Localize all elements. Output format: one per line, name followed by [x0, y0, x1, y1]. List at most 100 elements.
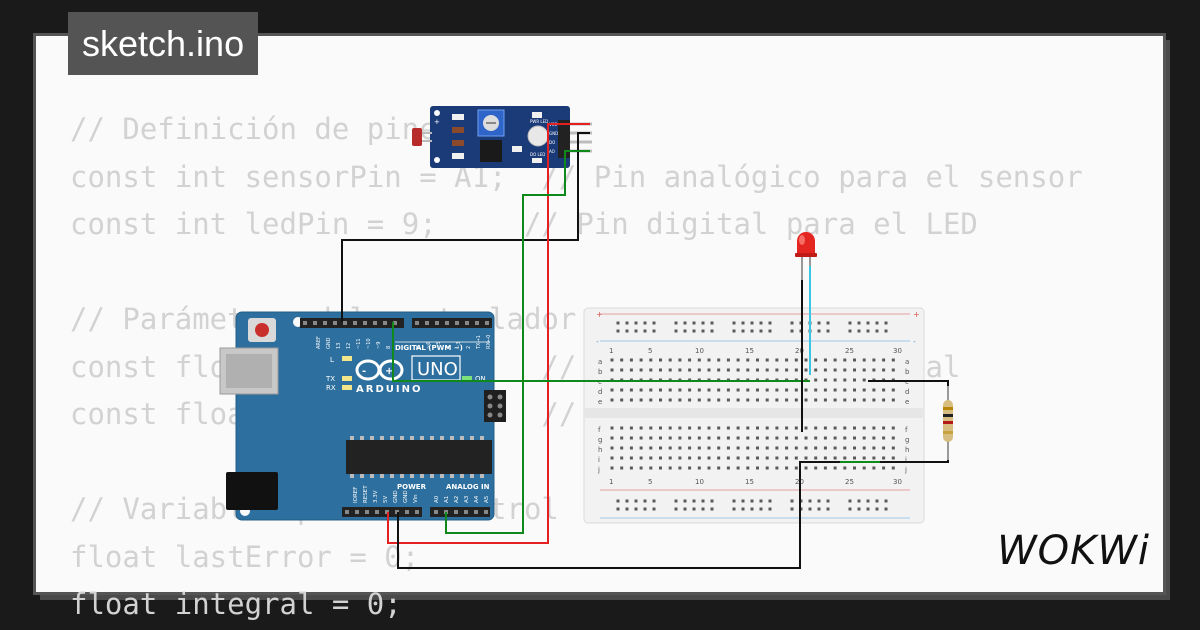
breadboard-hole [823, 388, 827, 392]
breadboard-hole [833, 388, 837, 392]
rail-hole [710, 321, 714, 325]
breadboard-hole [872, 388, 876, 392]
breadboard-hole [804, 446, 808, 450]
breadboard-hole [746, 456, 750, 460]
breadboard-hole [629, 358, 633, 362]
breadboard-hole [891, 358, 895, 362]
rail-hole [652, 321, 656, 325]
chip-leg [440, 474, 444, 478]
breadboard-hole [746, 368, 750, 372]
breadboard-hole [891, 368, 895, 372]
rail-hole [875, 507, 879, 511]
rail-hole [759, 507, 763, 511]
breadboard-hole [833, 378, 837, 382]
breadboard-hole [717, 388, 721, 392]
breadboard-hole [639, 436, 643, 440]
do-led [532, 158, 542, 163]
breadboard-hole [678, 398, 682, 402]
board-brand: ARDUINO [356, 384, 422, 395]
chip-leg [400, 474, 404, 478]
header-pin [445, 321, 449, 325]
breadboard-hole [620, 456, 624, 460]
col-num-30-bottom: 30 [893, 478, 902, 486]
breadboard-hole [872, 456, 876, 460]
rail-hole [741, 329, 745, 333]
wire-resistor-top [868, 380, 949, 386]
breadboard-hole [629, 388, 633, 392]
breadboard-hole [833, 456, 837, 460]
breadboard-hole [853, 466, 856, 470]
red-led[interactable] [795, 232, 817, 280]
breadboard-hole [707, 426, 711, 430]
chip-leg [470, 436, 474, 440]
breadboard-hole [853, 446, 856, 450]
breadboard-hole [823, 456, 827, 460]
rail-hole [884, 329, 888, 333]
row-d: d [598, 388, 602, 396]
code-line-1: // Definición de pines [70, 112, 455, 146]
header-pin [415, 321, 419, 325]
breadboard-hole [717, 426, 721, 430]
breadboard-hole [639, 398, 643, 402]
breadboard[interactable]: + - + - 1 5 10 15 20 25 30 1 5 10 15 20 … [583, 307, 925, 524]
sketch-title-tab[interactable]: sketch.ino [68, 12, 259, 75]
rail-hole [652, 507, 656, 511]
breadboard-hole [814, 388, 818, 392]
breadboard-hole [804, 426, 808, 430]
breadboard-hole [853, 398, 856, 402]
row-h: h [598, 446, 602, 454]
chip-leg [360, 474, 364, 478]
breadboard-hole [610, 426, 614, 430]
breadboard-hole [872, 398, 876, 402]
digital-pin-label: ~11 [356, 338, 362, 349]
breadboard-hole [882, 446, 886, 450]
sensor-dome [527, 125, 549, 147]
row-j-right: j [904, 466, 907, 474]
chip-leg [440, 436, 444, 440]
breadboard-hole [610, 436, 614, 440]
breadboard-hole [765, 368, 769, 372]
rail-hole [692, 499, 696, 503]
breadboard-hole [794, 436, 798, 440]
digital-pin-label: ~10 [366, 338, 372, 349]
rail-hole [732, 321, 736, 325]
col-num-25-bottom: 25 [845, 478, 854, 486]
rail-hole [732, 507, 736, 511]
row-b: b [598, 368, 603, 376]
breadboard-hole [804, 398, 808, 402]
breadboard-hole [765, 388, 769, 392]
resistor[interactable] [943, 384, 953, 462]
breadboard-hole [891, 436, 895, 440]
breadboard-hole [678, 426, 682, 430]
breadboard-hole [814, 436, 818, 440]
rail-hole [884, 321, 888, 325]
breadboard-hole [785, 466, 789, 470]
wokwi-logo[interactable]: WOKWi [997, 528, 1150, 574]
breadboard-hole [872, 368, 876, 372]
breadboard-hole [872, 466, 876, 470]
ldr-sensor-module[interactable]: + PWR LED DO LED VCC GND DO AO [412, 106, 592, 168]
rail-hole [643, 321, 647, 325]
rail-hole [826, 499, 830, 503]
svg-text:+: + [913, 310, 920, 319]
breadboard-hole [833, 426, 837, 430]
header-pin [475, 321, 479, 325]
rail-hole [674, 499, 678, 503]
header-pin [333, 321, 337, 325]
breadboard-hole [668, 456, 672, 460]
breadboard-hole [814, 378, 818, 382]
breadboard-hole [756, 426, 759, 430]
header-pin [323, 321, 327, 325]
breadboard-hole [668, 426, 672, 430]
led-on-label: ON [475, 375, 486, 383]
header-pin [415, 510, 419, 514]
breadboard-hole [746, 446, 750, 450]
breadboard-hole [659, 456, 662, 460]
header-pin [434, 510, 438, 514]
breadboard-hole [688, 358, 692, 362]
breadboard-hole [823, 398, 827, 402]
breadboard-hole [717, 368, 721, 372]
header-pin [405, 510, 409, 514]
